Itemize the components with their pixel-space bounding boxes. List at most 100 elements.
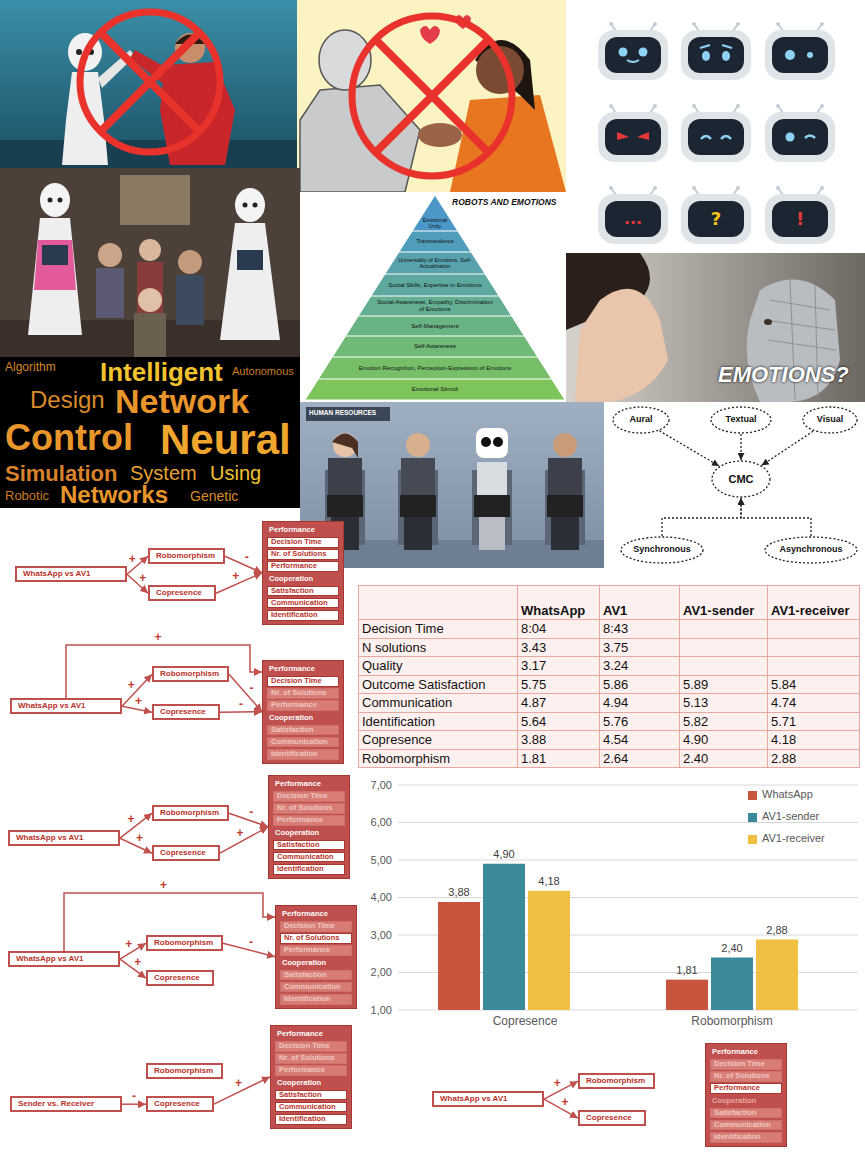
panel-heading: Performance bbox=[267, 525, 339, 536]
connector bbox=[220, 827, 268, 853]
word-cloud-ground-part bbox=[0, 357, 300, 508]
bar bbox=[711, 958, 753, 1011]
table-cell: WhatsApp bbox=[518, 585, 600, 620]
care-home-photo-part bbox=[34, 240, 76, 290]
variable-label: Robomorphism bbox=[160, 669, 221, 679]
robot-dance-photo-part bbox=[98, 50, 135, 88]
grid-line bbox=[398, 785, 858, 786]
variable-label: Robomorphism bbox=[586, 1076, 647, 1086]
cmc-ground-part bbox=[604, 402, 865, 568]
panel-item: Performance bbox=[710, 1083, 782, 1094]
android-photo-part bbox=[764, 319, 772, 325]
handshake-illustration-part bbox=[352, 16, 512, 176]
variable-label: WhatsApp vs AV1 bbox=[23, 569, 119, 579]
axis-tick: 4,00 bbox=[352, 892, 392, 903]
table-cell: 4.90 bbox=[680, 731, 768, 750]
edge-sign: + bbox=[153, 631, 162, 643]
panel-item: Satisfaction bbox=[280, 970, 352, 981]
variable-box: Copresence bbox=[152, 845, 220, 861]
category-label: Robomorphism bbox=[691, 1015, 772, 1027]
edge-sign: - bbox=[238, 698, 244, 710]
panel-heading: Performance bbox=[275, 1029, 347, 1040]
table-cell: 1.81 bbox=[518, 750, 600, 769]
edge-sign: + bbox=[135, 832, 144, 844]
cmc-label: Synchronous bbox=[633, 545, 691, 555]
robot-face-icons-part bbox=[701, 136, 731, 139]
cmc-ellipse: Aural bbox=[612, 406, 670, 434]
pyramid-band: Social Skills, Expertise in Emotions bbox=[305, 274, 565, 296]
care-home-photo-part bbox=[178, 250, 202, 274]
table-row-label: Outcome Satisfaction bbox=[362, 678, 514, 692]
panel-item: Communication bbox=[267, 598, 339, 609]
cmc-label: Aural bbox=[629, 415, 652, 425]
robot-face-icons-part bbox=[617, 132, 649, 140]
variable-label: WhatsApp vs AV1 bbox=[16, 833, 112, 843]
care-home-photo-part bbox=[42, 245, 68, 265]
variable-box: Copresence bbox=[146, 1096, 214, 1112]
word-cloud-term: Autonomous bbox=[232, 366, 294, 377]
word-cloud-term: System bbox=[130, 463, 197, 483]
table-cell: 3.24 bbox=[600, 657, 680, 676]
legend-swatch bbox=[748, 813, 757, 822]
table-value: 4.74 bbox=[771, 696, 856, 710]
handshake-illustration-part bbox=[475, 40, 535, 110]
variable-box: Robomorphism bbox=[148, 548, 225, 564]
cmc-ground bbox=[604, 402, 865, 568]
band-label: Emotion Recognition, Perception-Expressi… bbox=[359, 365, 511, 372]
robot-face-icon: ! bbox=[796, 210, 804, 228]
word-cloud-term: Simulation bbox=[5, 463, 117, 485]
word-cloud-term: Design bbox=[30, 388, 105, 412]
handshake-illustration-part bbox=[377, 41, 487, 151]
table-cell: 8:43 bbox=[600, 620, 680, 639]
edge-sign: + bbox=[127, 813, 136, 825]
axis-tick: 2,00 bbox=[352, 967, 392, 978]
word-cloud-term: Using bbox=[210, 463, 261, 483]
panel-heading: Performance bbox=[280, 909, 352, 920]
cmc-ellipse: Synchronous bbox=[620, 536, 704, 564]
band-fill bbox=[385, 252, 485, 274]
edge-sign: + bbox=[127, 679, 136, 691]
word-cloud-ground bbox=[0, 357, 300, 508]
care-home-photo-part bbox=[243, 203, 248, 208]
table-cell: Copresence bbox=[358, 731, 518, 750]
table-value: 3.75 bbox=[603, 641, 676, 655]
band-label: Universality of Emotions, Self-Actualiza… bbox=[398, 257, 472, 269]
panel-item: Identification bbox=[710, 1132, 782, 1143]
bar-value: 1,81 bbox=[676, 965, 697, 976]
android-photo-part bbox=[566, 253, 865, 402]
bar-value: 4,18 bbox=[538, 876, 559, 887]
table-cell: 4.54 bbox=[600, 731, 680, 750]
variable-box: Copresence bbox=[146, 970, 214, 986]
panel-heading: Cooperation bbox=[710, 1096, 782, 1107]
panel-item: Identification bbox=[273, 864, 345, 875]
robot-face-icons-part bbox=[722, 51, 730, 61]
table-value: 3.43 bbox=[521, 641, 596, 655]
edge-sign: + bbox=[553, 1077, 562, 1089]
table-cell: 2.88 bbox=[768, 750, 860, 769]
hr-illustration-part bbox=[327, 495, 363, 517]
table-value: 5.84 bbox=[771, 678, 856, 692]
variable-label: Copresence bbox=[154, 1099, 206, 1109]
panel-item: Identification bbox=[275, 1114, 347, 1125]
table-cell: 5.86 bbox=[600, 676, 680, 695]
variable-label: WhatsApp vs AV1 bbox=[18, 701, 114, 711]
robot-dance-photo-part bbox=[80, 12, 220, 152]
table-cell bbox=[358, 585, 518, 620]
table-cell: AV1 bbox=[600, 585, 680, 620]
band-label: Social Skills, Expertise in Emotions bbox=[388, 282, 481, 289]
variable-box: Robomorphism bbox=[578, 1073, 655, 1089]
legend-swatch bbox=[748, 835, 757, 844]
table-cell bbox=[680, 620, 768, 639]
care-home-photo-part bbox=[235, 188, 265, 222]
table-value: 4.18 bbox=[771, 733, 856, 747]
care-home-photo-part bbox=[120, 175, 190, 225]
care-home-photo-part bbox=[253, 203, 258, 208]
care-home-photo-part bbox=[28, 218, 82, 335]
table-value: 5.86 bbox=[603, 678, 676, 692]
table-cell bbox=[680, 657, 768, 676]
band-fill bbox=[305, 379, 565, 400]
panel-item: Nr. of Solutions bbox=[710, 1071, 782, 1082]
bar-value: 2,88 bbox=[766, 925, 787, 936]
edge-sign: + bbox=[234, 1077, 243, 1089]
panel-heading: Performance bbox=[267, 664, 339, 675]
